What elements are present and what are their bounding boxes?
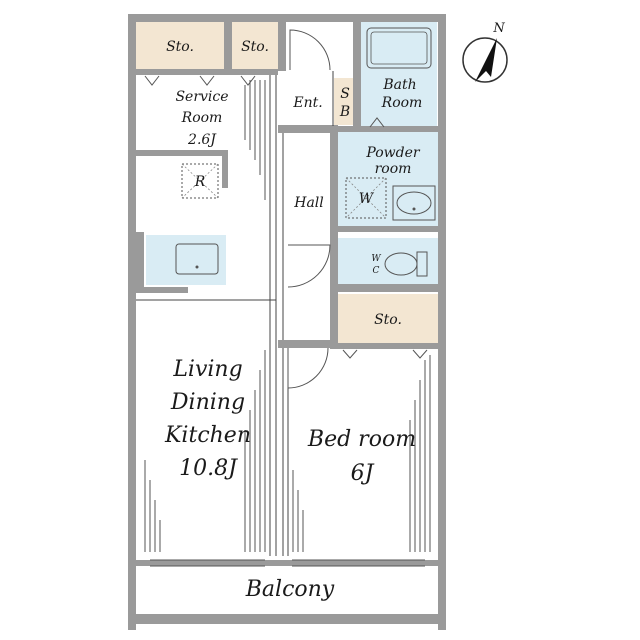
bedroom-size: 6J <box>351 461 375 486</box>
shoe-box-label-2: B <box>339 104 350 120</box>
entrance-label: Ent. <box>292 95 322 111</box>
refrigerator-space <box>181 163 219 199</box>
washbasin-bowl <box>396 191 432 215</box>
bath-room-label-1: Bath <box>382 77 416 93</box>
closet-door-marks <box>144 75 428 359</box>
storage-3-fill <box>338 294 438 343</box>
shoe-box-fill <box>334 78 356 125</box>
bath-room-label-2: Room <box>381 95 423 111</box>
wc-label-1: W <box>371 254 381 264</box>
toilet-fill <box>338 238 438 284</box>
kitchen-sink <box>175 243 219 275</box>
kitchen-sink-fill <box>146 235 226 285</box>
shoe-box-label-1: S <box>340 86 350 102</box>
bathtub-inner <box>370 31 428 65</box>
storage-3-label: Sto. <box>374 312 402 328</box>
door-swings <box>287 29 331 389</box>
washbasin <box>392 185 436 221</box>
ldk-label-3: Kitchen <box>164 423 251 448</box>
bathtub <box>366 27 432 69</box>
washer-label: W <box>359 191 375 207</box>
toilet <box>384 251 428 277</box>
interior-walls <box>136 14 446 349</box>
compass: N <box>462 21 508 83</box>
washer-space <box>345 177 387 219</box>
bath-room-fill <box>361 22 437 126</box>
ldk-label-1: Living <box>172 357 242 382</box>
storage-1-label: Sto. <box>166 39 194 55</box>
powder-room-label-1: Powder <box>365 145 421 161</box>
service-room-size: 2.6J <box>187 132 217 148</box>
windows <box>150 559 425 567</box>
ldk-label-2: Dining <box>170 390 245 415</box>
balcony-label: Balcony <box>245 577 335 602</box>
storage-2-label: Sto. <box>241 39 269 55</box>
bedroom-label: Bed room <box>307 427 416 452</box>
ldk-size: 10.8J <box>179 456 238 481</box>
wc-label-2: C <box>373 266 380 276</box>
storage-2-fill <box>232 22 278 69</box>
powder-room-fill <box>338 132 438 226</box>
hatch-lines <box>144 80 431 552</box>
refrigerator-label: R <box>194 174 206 190</box>
powder-room-label-2: room <box>375 161 412 177</box>
partition-lines <box>136 71 334 556</box>
north-label: N <box>492 21 505 36</box>
north-arrow-icon <box>475 38 497 82</box>
service-room-label-1: Service <box>175 89 228 105</box>
hall-label: Hall <box>293 195 324 211</box>
storage-1-fill <box>136 22 224 69</box>
exterior-walls <box>128 14 446 630</box>
service-room-label-2: Room <box>181 110 223 126</box>
